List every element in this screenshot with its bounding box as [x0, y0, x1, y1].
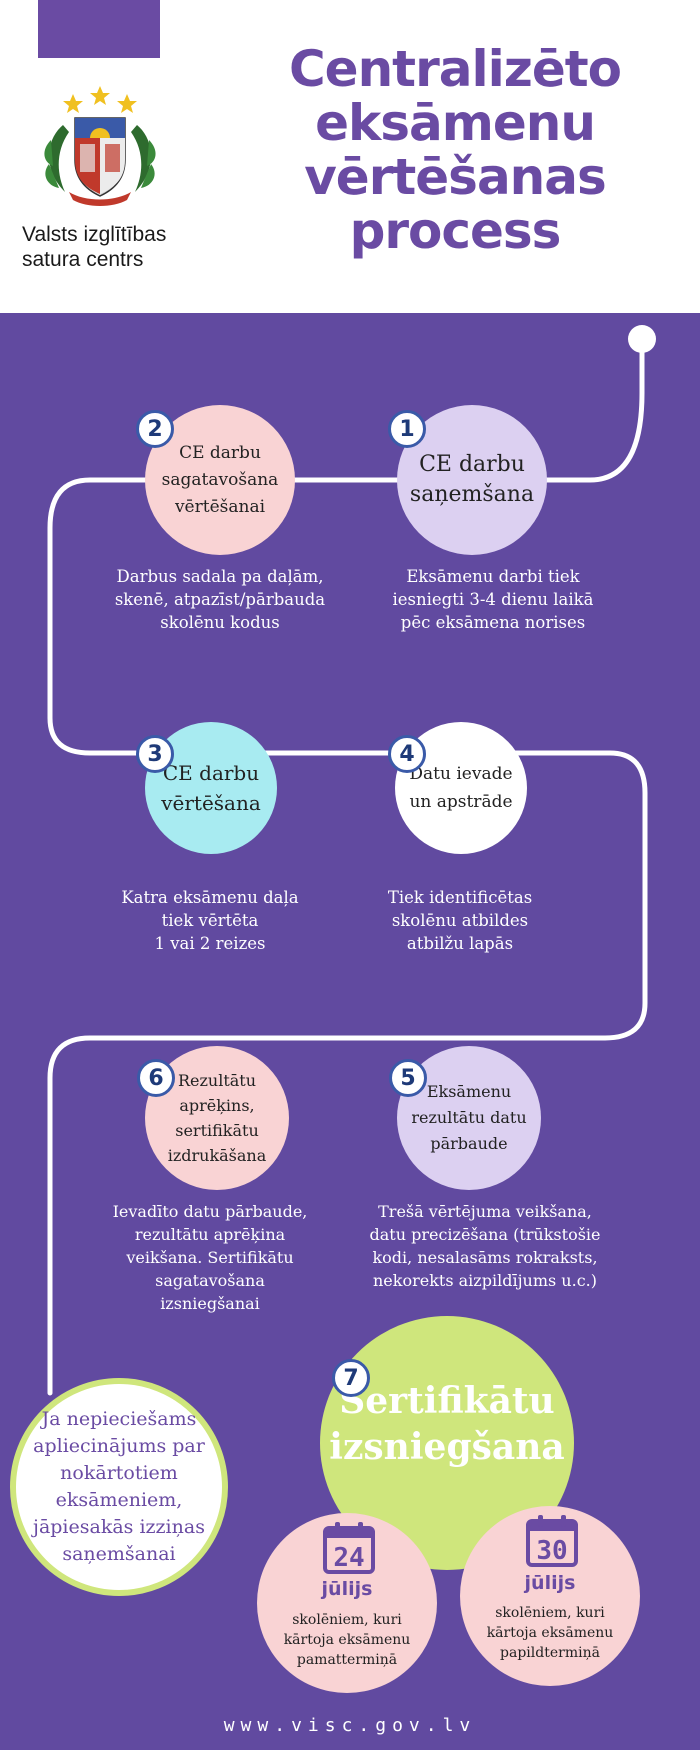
step-6-desc-line-4: sagatavošana	[155, 1271, 265, 1290]
step-2-desc-line-1: Darbus sadala pa daļām,	[116, 567, 324, 586]
header: Valsts izglītības satura centrs Centrali…	[0, 0, 700, 313]
step-5-desc-line-4: nekorekts aizpildījums u.c.)	[373, 1271, 597, 1290]
date-circle-extra-term	[460, 1506, 640, 1686]
process-area: CE darbu saņemšana 1 Eksāmenu darbi tiek…	[0, 313, 700, 1750]
title-line-3: vērtēšanas	[304, 148, 607, 206]
title-line-1: Centralizēto	[288, 40, 622, 98]
date-desc-extra-term: skolēniem, kuri kārtoja eksāmenu papildt…	[470, 1603, 630, 1663]
step-6-desc-line-1: Ievadīto datu pārbaude,	[112, 1202, 308, 1221]
step-2-desc-line-3: skolēnu kodus	[160, 613, 280, 632]
step-1-number-badge: 1	[388, 410, 426, 448]
title-line-2: eksāmenu	[315, 94, 596, 152]
step-3-desc-line-3: 1 vai 2 reizes	[154, 934, 266, 953]
page-title: Centralizēto eksāmenu vērtēšanas process	[230, 42, 680, 258]
step-6-title-line-2: aprēķins,	[179, 1096, 255, 1115]
corner-decoration	[38, 0, 160, 58]
step-4-desc-line-3: atbilžu lapās	[406, 934, 514, 953]
step-5-desc-line-1: Trešā vērtējuma veikšana,	[378, 1202, 592, 1221]
note-line-4: eksāmeniem,	[55, 1489, 183, 1511]
organization-name-line-2: satura centrs	[22, 248, 144, 271]
step-5-title-line-2: rezultātu datu	[411, 1108, 527, 1127]
step-5-title-line-3: pārbaude	[430, 1134, 508, 1153]
step-1-desc-line-2: iesniegti 3-4 dienu laikā	[392, 590, 594, 609]
step-3-number-badge: 3	[136, 735, 174, 773]
step-2-title-line-1: CE darbu	[179, 442, 261, 463]
step-6-description: Ievadīto datu pārbaude, rezultātu aprēķi…	[75, 1200, 345, 1315]
step-4-title-line-2: un apstrāde	[409, 792, 513, 812]
step-2-title-line-2: sagatavošana	[161, 469, 279, 490]
month-label-main-term: jūlijs	[321, 1578, 373, 1600]
step-3-desc-line-2: tiek vērtēta	[161, 911, 259, 930]
note-line-3: nokārtotiem	[60, 1462, 178, 1484]
step-5-number-badge: 5	[389, 1059, 427, 1097]
step-2-desc-line-2: skenē, atpazīst/pārbauda	[114, 590, 326, 609]
step-3-title-line-2: vērtēšana	[161, 791, 261, 815]
step-6-title-line-3: sertifikātu	[175, 1121, 259, 1140]
step-4-desc-line-2: skolēnu atbildes	[391, 911, 529, 930]
step-2-description: Darbus sadala pa daļām, skenē, atpazīst/…	[85, 565, 355, 634]
step-7-title-line-1: Sertifikātu	[339, 1380, 555, 1422]
step-5-title-line-1: Eksāmenu	[426, 1082, 512, 1101]
footer-url[interactable]: www.visc.gov.lv	[223, 1715, 477, 1736]
step-4-description: Tiek identificētas skolēnu atbildes atbi…	[340, 886, 580, 955]
step-6-desc-line-3: veikšana. Sertifikātu	[126, 1248, 294, 1267]
step-5-description: Trešā vērtējuma veikšana, datu precizēša…	[335, 1200, 635, 1292]
step-6-title-line-4: izdrukāšana	[167, 1146, 267, 1165]
calendar-day-extra-term: 30	[536, 1536, 567, 1566]
step-4-number-badge: 4	[388, 735, 426, 773]
step-6-desc-line-5: izsniegšanai	[160, 1294, 260, 1313]
step-4-title-line-1: Datu ievade	[409, 764, 513, 784]
step-3-title-line-1: CE darbu	[162, 761, 260, 785]
step-4-desc-line-1: Tiek identificētas	[387, 888, 533, 907]
step-7-title-line-2: izsniegšana	[329, 1426, 565, 1468]
step-3-description: Katra eksāmenu daļa tiek vērtēta 1 vai 2…	[90, 886, 330, 955]
note-line-1: Ja nepieciešams	[41, 1408, 197, 1430]
date-desc-extra-line-2: kārtoja eksāmenu	[486, 1625, 614, 1641]
step-2-number-badge: 2	[136, 410, 174, 448]
date-desc-extra-line-3: papildtermiņā	[500, 1645, 600, 1661]
step-6-title-line-1: Rezultātu	[177, 1071, 257, 1090]
step-1-desc-line-1: Eksāmenu darbi tiek	[406, 567, 580, 586]
step-3-desc-line-1: Katra eksāmenu daļa	[121, 888, 299, 907]
date-desc-extra-line-1: skolēniem, kuri	[495, 1605, 605, 1621]
step-1-title-line-2: saņemšana	[409, 482, 535, 507]
organization-name: Valsts izglītības satura centrs	[22, 222, 202, 272]
step-1-desc-line-3: pēc eksāmena norises	[400, 613, 586, 632]
calendar-icon-extra-term: 30	[526, 1515, 578, 1567]
step-1-title-line-1: CE darbu	[419, 452, 525, 477]
step-6-number-badge: 6	[137, 1059, 175, 1097]
note-circle: Ja nepieciešams apliecinājums par nokārt…	[10, 1378, 228, 1596]
note-line-6: saņemšanai	[62, 1543, 176, 1565]
step-7-number-badge: 7	[332, 1359, 370, 1397]
step-6-desc-line-2: rezultātu aprēķina	[134, 1225, 286, 1244]
date-circle-main-term	[257, 1513, 437, 1693]
step-2-title-line-3: vērtēšanai	[174, 496, 266, 517]
date-desc-main-term: skolēniem, kuri kārtoja eksāmenu pamatte…	[267, 1610, 427, 1670]
calendar-icon-main-term: 24	[323, 1522, 375, 1574]
calendar-day-main-term: 24	[333, 1543, 364, 1573]
title-line-4: process	[349, 202, 562, 260]
process-path-line	[47, 325, 656, 1396]
date-desc-main-line-3: pamattermiņā	[296, 1652, 398, 1668]
date-desc-main-line-1: skolēniem, kuri	[292, 1612, 402, 1628]
date-desc-main-line-2: kārtoja eksāmenu	[283, 1632, 411, 1648]
step-5-desc-line-3: kodi, nesalasāms rokraksts,	[372, 1248, 598, 1267]
step-5-desc-line-2: datu precizēšana (trūkstošie	[369, 1225, 601, 1244]
step-1-description: Eksāmenu darbi tiek iesniegti 3-4 dienu …	[358, 565, 628, 634]
organization-name-line-1: Valsts izglītības	[22, 223, 167, 246]
note-line-2: apliecinājums par	[33, 1435, 205, 1457]
coat-of-arms-logo	[44, 86, 156, 206]
note-line-5: jāpiesakās izziņas	[33, 1516, 205, 1538]
month-label-extra-term: jūlijs	[524, 1572, 576, 1594]
